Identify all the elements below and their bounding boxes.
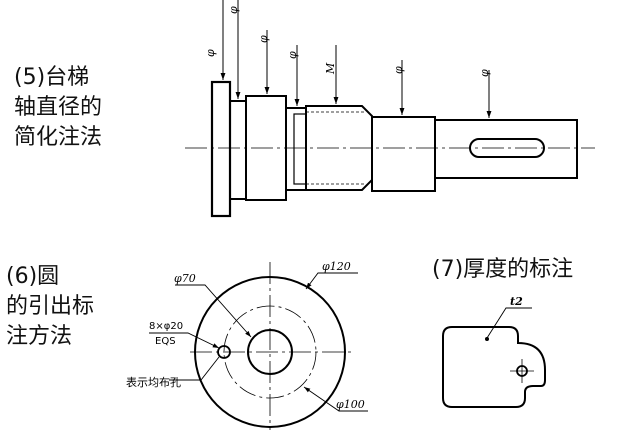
leader-dot [485, 337, 489, 341]
leader-d120 [305, 272, 358, 290]
bolt-hole [217, 345, 231, 359]
shaft-dim-label: φ [478, 69, 491, 77]
bolt-circle [223, 305, 317, 399]
shaft-dim-label: φ [392, 66, 405, 74]
outer-circle [194, 276, 346, 428]
shaft-dim-label: φ [204, 49, 217, 57]
leader-uniform [169, 356, 220, 381]
label-d120: φ120 [322, 260, 351, 273]
thickness-plate-drawing: t2 [442, 295, 546, 408]
caption-line: 的引出标 [6, 294, 95, 319]
caption-line: (6)圆 [6, 264, 60, 289]
label-d100: φ100 [336, 398, 365, 411]
shaft-dim-label: M [324, 62, 337, 75]
caption-line: 注方法 [6, 324, 73, 349]
caption-line: 简化注法 [14, 125, 103, 150]
label-thickness: t2 [510, 295, 523, 308]
caption-thickness: (7)厚度的标注 [432, 255, 573, 285]
caption-line: 轴直径的 [14, 95, 103, 120]
shaft-keyway [469, 138, 545, 158]
label-eqs: EQS [155, 336, 176, 347]
shaft-dim-label: φ [227, 6, 240, 14]
leader-holes [149, 332, 220, 349]
label-d70: φ70 [174, 272, 196, 285]
caption-circle-leader: (6)圆 的引出标 注方法 [6, 262, 94, 352]
shaft-dim-label: φ [286, 51, 299, 59]
inner-bore [247, 329, 293, 375]
leader-d100 [303, 386, 368, 412]
shaft-neck [285, 107, 307, 191]
shaft-end-section [435, 119, 578, 179]
caption-line: (5)台梯 [14, 65, 90, 90]
thickness-leader [486, 307, 532, 339]
label-uniform-holes: 表示均布孔 [126, 375, 181, 389]
shaft-flange [210, 80, 232, 218]
stepped-shaft-drawing: φ φ φ φ M φ φ [185, 0, 595, 218]
shaft-neck-inner [293, 113, 307, 185]
shaft-collar [229, 100, 247, 200]
circle-leader-drawing: φ70 φ120 8×φ20 EQS 表示均布孔 φ100 [126, 260, 368, 430]
shaft-step-small [371, 116, 436, 192]
leader-d70 [175, 284, 252, 338]
caption-stepped-shaft: (5)台梯 轴直径的 简化注法 [14, 63, 102, 153]
plate-outline [442, 326, 546, 408]
shaft-dim-label: φ [257, 35, 270, 43]
caption-line: (7)厚度的标注 [432, 257, 574, 282]
label-holes: 8×φ20 [149, 321, 183, 332]
